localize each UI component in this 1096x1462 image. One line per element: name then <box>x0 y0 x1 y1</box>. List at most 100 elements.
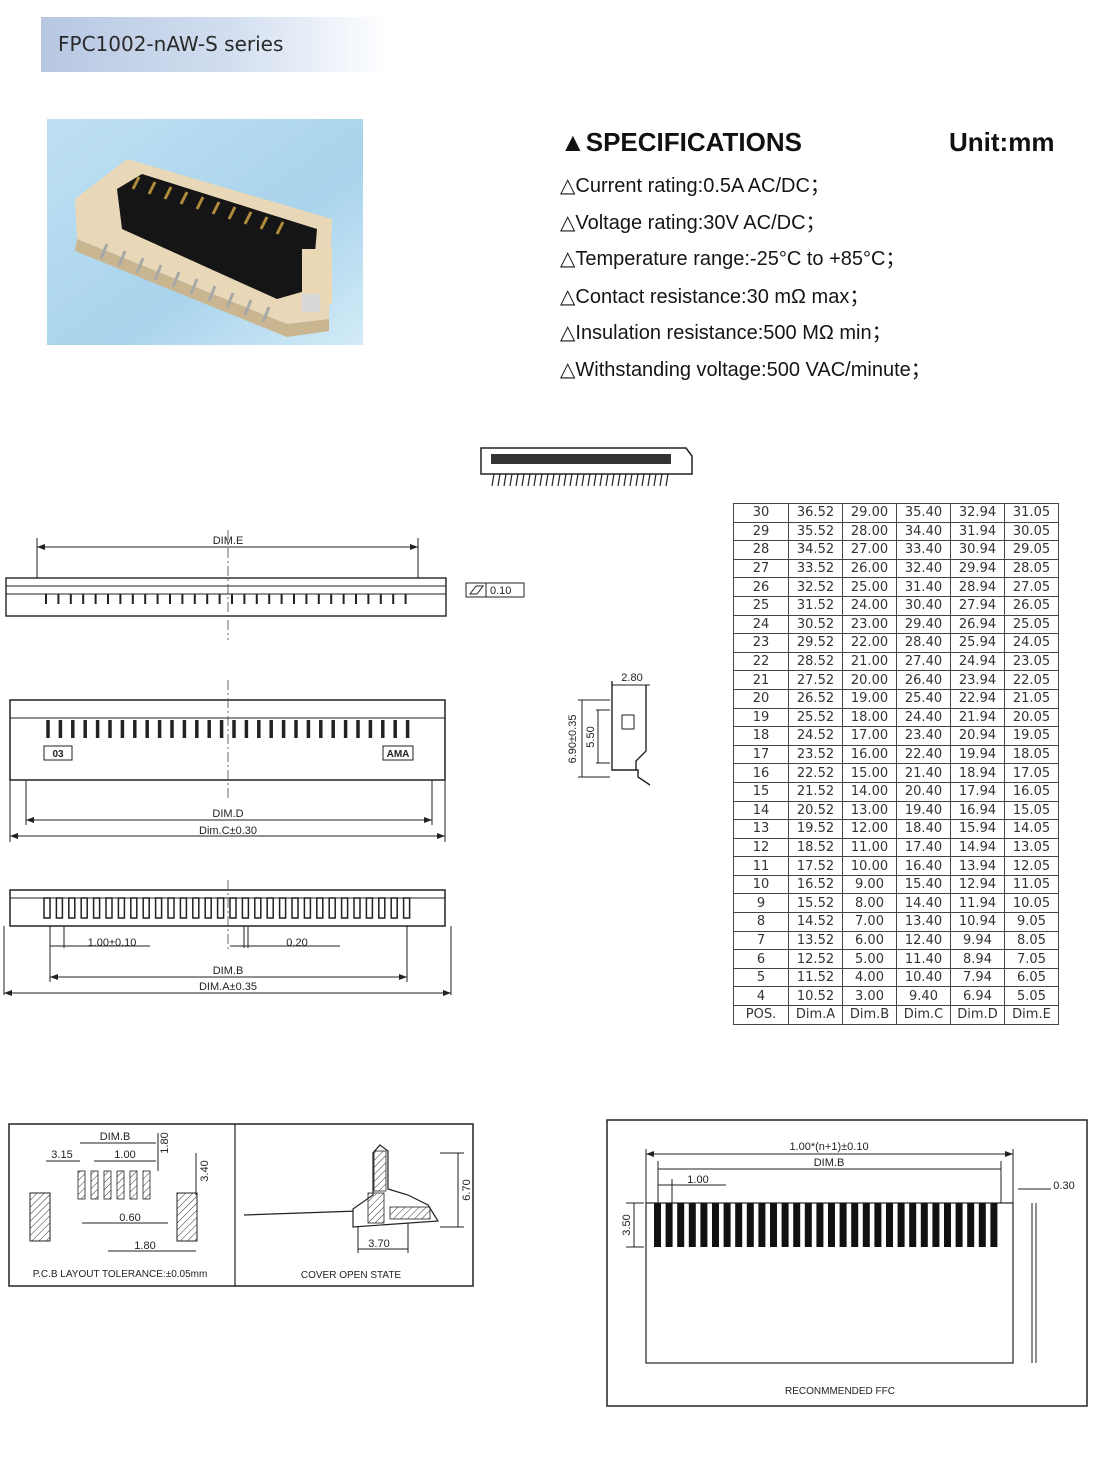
spec-contact-resistance: △Contact resistance:30 mΩ max； <box>560 286 870 308</box>
table-cell: 23 <box>733 633 789 653</box>
bottom-view-pin <box>216 897 225 919</box>
table-cell: 22 <box>733 651 789 672</box>
iso-pin <box>545 473 549 487</box>
iso-pin <box>497 473 501 487</box>
iso-pin <box>503 473 507 487</box>
table-cell: 18.94 <box>950 763 1005 783</box>
bottom-view-pin <box>55 897 64 919</box>
table-cell: 11.94 <box>950 893 1005 914</box>
ffc-contact <box>758 1203 766 1247</box>
table-cell: 19 <box>733 707 789 728</box>
table-cell: 6.00 <box>842 930 897 951</box>
table-cell: 16.05 <box>1004 781 1059 802</box>
ffc-contact <box>839 1203 847 1247</box>
ffc-contact <box>712 1203 719 1247</box>
table-cell: 28.94 <box>950 577 1005 597</box>
table-cell: 23.94 <box>950 670 1005 690</box>
dim-c-label: Dim.C±0.30 <box>199 825 257 837</box>
table-cell: 13.05 <box>1004 837 1059 858</box>
ffc-contact <box>654 1203 661 1247</box>
table-cell: 16.52 <box>788 874 843 895</box>
side-inner-label: 5.50 <box>585 726 597 747</box>
table-cell: 21.40 <box>896 763 951 783</box>
pcb-pad <box>142 1170 151 1200</box>
bottom-view-drawing: 1.00±0.10 0.20 DIM.B DIM.A±0.35 <box>3 880 452 996</box>
iso-pin <box>647 473 651 487</box>
ffc-contact <box>735 1203 743 1247</box>
table-cell: 29.05 <box>1004 540 1059 560</box>
ffc-total-label: 1.00*(n+1)±0.10 <box>789 1141 868 1153</box>
dim-a-label: DIM.A±0.35 <box>199 981 257 993</box>
table-cell: 14.00 <box>842 781 897 802</box>
table-cell: 34.52 <box>788 540 843 560</box>
table-cell: POS. <box>733 1005 789 1025</box>
iso-pin <box>653 473 657 487</box>
bottom-view-pin <box>378 897 386 919</box>
table-cell: Dim.C <box>896 1005 951 1025</box>
table-cell: 27.52 <box>788 670 843 690</box>
table-cell: 26.52 <box>788 688 843 709</box>
table-cell: 9 <box>733 893 789 914</box>
mark-right: AMA <box>387 749 410 760</box>
table-cell: 10 <box>733 874 789 895</box>
table-cell: 13.52 <box>788 930 843 951</box>
bottom-view-pin <box>130 897 138 919</box>
bottom-view-pin <box>316 897 324 919</box>
table-cell: 22.00 <box>842 633 897 653</box>
iso-pin <box>533 473 537 487</box>
ffc-contact <box>746 1203 754 1247</box>
table-cell: 25.52 <box>788 707 843 728</box>
table-cell: 18 <box>733 726 789 746</box>
iso-pin <box>515 473 519 487</box>
table-cell: 18.40 <box>896 819 951 839</box>
table-cell: 25 <box>733 595 789 616</box>
table-cell: 8.05 <box>1004 930 1059 951</box>
bottom-view-pin <box>229 897 237 919</box>
ffc-contact <box>828 1203 835 1247</box>
table-cell: 32.94 <box>950 503 1005 523</box>
iso-pin <box>629 473 633 487</box>
recommended-ffc-drawing: 1.00*(n+1)±0.10 DIM.B 1.00 0.30 3.50 REC… <box>606 1119 1088 1407</box>
pcb-caption: P.C.B LAYOUT TOLERANCE:±0.05mm <box>33 1269 208 1280</box>
bottom-view-pin <box>179 897 188 919</box>
table-cell: 26.05 <box>1004 595 1059 616</box>
table-cell: 12.94 <box>950 874 1005 895</box>
ffc-contact <box>886 1203 893 1247</box>
table-cell: 10.40 <box>896 967 951 988</box>
bottom-view-pin <box>43 897 51 919</box>
table-cell: 21.00 <box>842 651 897 672</box>
spec-insulation-resistance: △Insulation resistance:500 MΩ min； <box>560 322 892 344</box>
iso-pin <box>641 473 645 487</box>
table-cell: 24.94 <box>950 651 1005 672</box>
ffc-thick-label: 0.30 <box>1053 1180 1074 1192</box>
table-cell: 17.00 <box>842 726 897 746</box>
table-cell: 12.00 <box>842 819 897 839</box>
iso-pin <box>575 473 579 487</box>
front-view-drawing: 03 AMA DIM.D Dim.C±0.30 <box>9 680 446 842</box>
table-cell: 24.52 <box>788 726 843 746</box>
table-cell: 22.40 <box>896 744 951 765</box>
table-cell: 27 <box>733 558 789 579</box>
bottom-view-pin <box>192 897 200 919</box>
pcb-cover-drawing: DIM.B 3.15 1.00 1.80 3.40 0.60 1.80 P.C.… <box>8 1123 474 1287</box>
table-cell: 35.40 <box>896 503 951 523</box>
table-cell: 20 <box>733 688 789 709</box>
table-cell: 14.40 <box>896 893 951 914</box>
table-cell: 5.05 <box>1004 986 1059 1007</box>
table-cell: 11.52 <box>788 967 843 988</box>
table-cell: 29.00 <box>842 503 897 523</box>
table-cell: 7.00 <box>842 912 897 932</box>
table-cell: 13.40 <box>896 912 951 932</box>
pcb-dim-b-label: DIM.B <box>100 1131 131 1143</box>
table-cell: 19.94 <box>950 744 1005 765</box>
pcb-pad <box>77 1170 86 1200</box>
